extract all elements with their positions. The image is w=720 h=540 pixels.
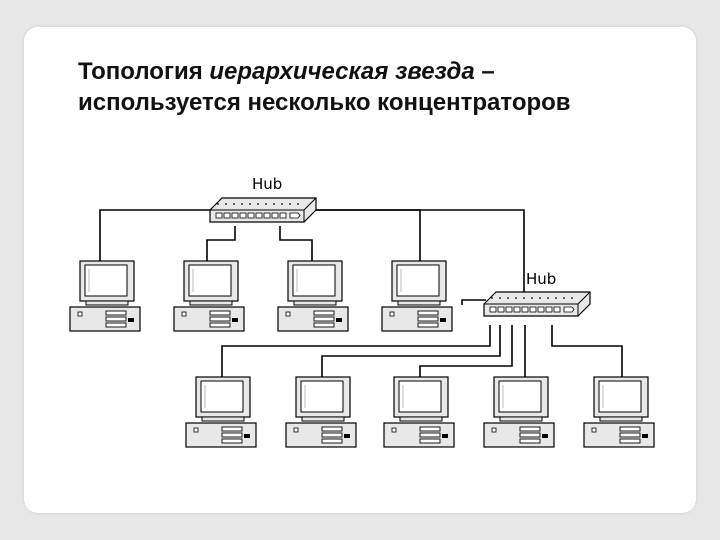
computer-icon	[383, 376, 455, 448]
computer-icon	[583, 376, 655, 448]
hub-icon	[209, 197, 317, 223]
computer-icon	[173, 260, 245, 332]
slide-title: Топология иерархическая звезда – использ…	[78, 56, 638, 118]
computer-icon	[381, 260, 453, 332]
cable	[306, 209, 421, 262]
cable	[279, 226, 313, 262]
computer-icon	[185, 376, 257, 448]
hub-label: Hub	[526, 270, 556, 288]
cables	[99, 209, 623, 377]
cable	[206, 226, 236, 262]
computer-icon	[285, 376, 357, 448]
title-italic: иерархическая звезда	[209, 58, 475, 85]
cable	[221, 325, 491, 377]
computer-icon	[483, 376, 555, 448]
cable	[306, 209, 525, 292]
computer-icon	[277, 260, 349, 332]
title-part-2: – используется несколько концентраторов	[78, 58, 571, 116]
hub-icon	[483, 291, 591, 317]
cable	[551, 325, 623, 377]
cable	[461, 299, 486, 305]
hub-label: Hub	[252, 175, 282, 193]
cable	[419, 325, 513, 377]
cable	[321, 325, 501, 377]
title-part-1: Топология	[78, 58, 210, 85]
cable	[99, 209, 212, 262]
computer-icon	[69, 260, 141, 332]
